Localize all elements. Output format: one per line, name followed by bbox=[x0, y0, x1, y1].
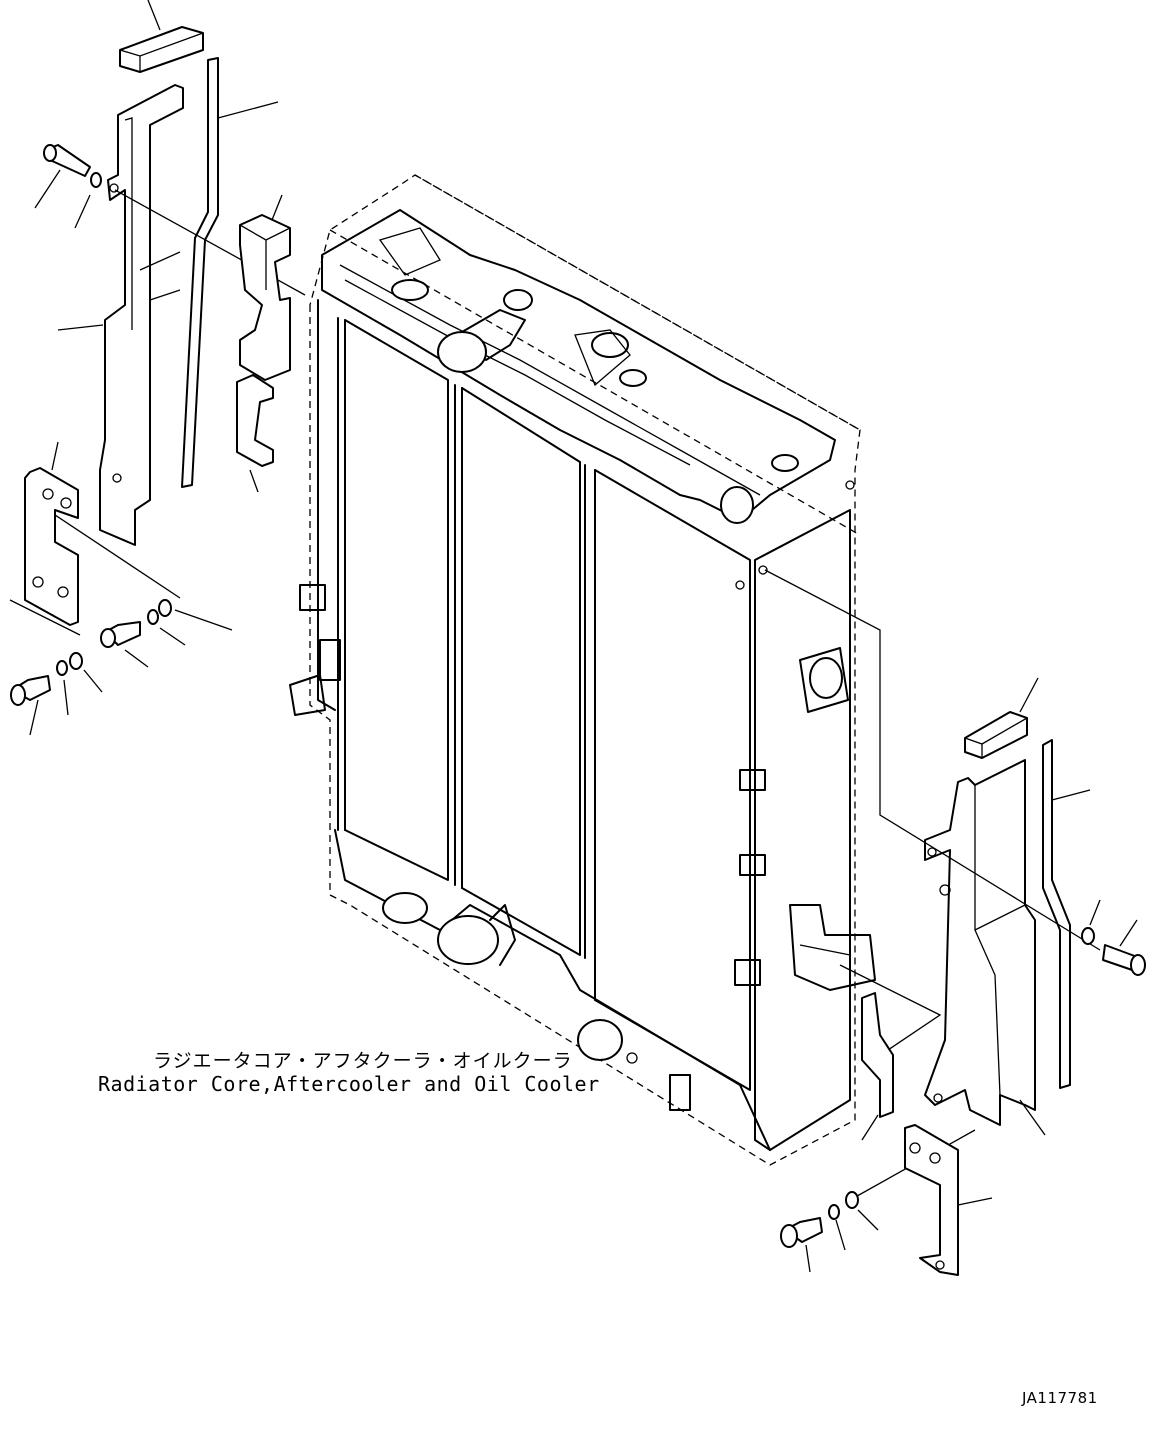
caption-english: Radiator Core,Aftercooler and Oil Cooler bbox=[98, 1072, 600, 1096]
cover-plate-left bbox=[99, 84, 184, 546]
washer-mid-left bbox=[147, 599, 233, 646]
rubber-pad-left-upper bbox=[239, 214, 291, 381]
bolt-low-left bbox=[10, 675, 51, 736]
drawing-id: JA117781 bbox=[1022, 1389, 1098, 1407]
seal-block-top-left bbox=[119, 26, 204, 73]
right-exploded-parts bbox=[764, 569, 1146, 1276]
left-exploded-parts bbox=[9, 0, 306, 736]
bolt-right-upper bbox=[1102, 919, 1146, 976]
seal-block-right bbox=[964, 711, 1028, 759]
seal-strip-right bbox=[1042, 739, 1071, 1089]
rubber-pad-right bbox=[861, 992, 894, 1118]
bolt-mid-left bbox=[100, 621, 149, 668]
bolt-right-lower bbox=[780, 1217, 823, 1273]
washer-right-upper bbox=[1081, 899, 1101, 945]
seal-strip-left bbox=[181, 57, 219, 488]
rubber-pad-left-lower bbox=[236, 374, 274, 467]
washer-right-lower bbox=[828, 1191, 879, 1251]
washer-top-left bbox=[74, 172, 102, 229]
bracket-plate-left bbox=[24, 467, 79, 626]
bolt-top-left bbox=[34, 144, 91, 209]
bracket-plate-right bbox=[904, 1124, 959, 1276]
radiator-core-assembly bbox=[289, 174, 876, 1166]
washer-low-left bbox=[56, 652, 103, 716]
caption-japanese: ラジエータコア・アフタクーラ・オイルクーラ bbox=[153, 1050, 573, 1072]
